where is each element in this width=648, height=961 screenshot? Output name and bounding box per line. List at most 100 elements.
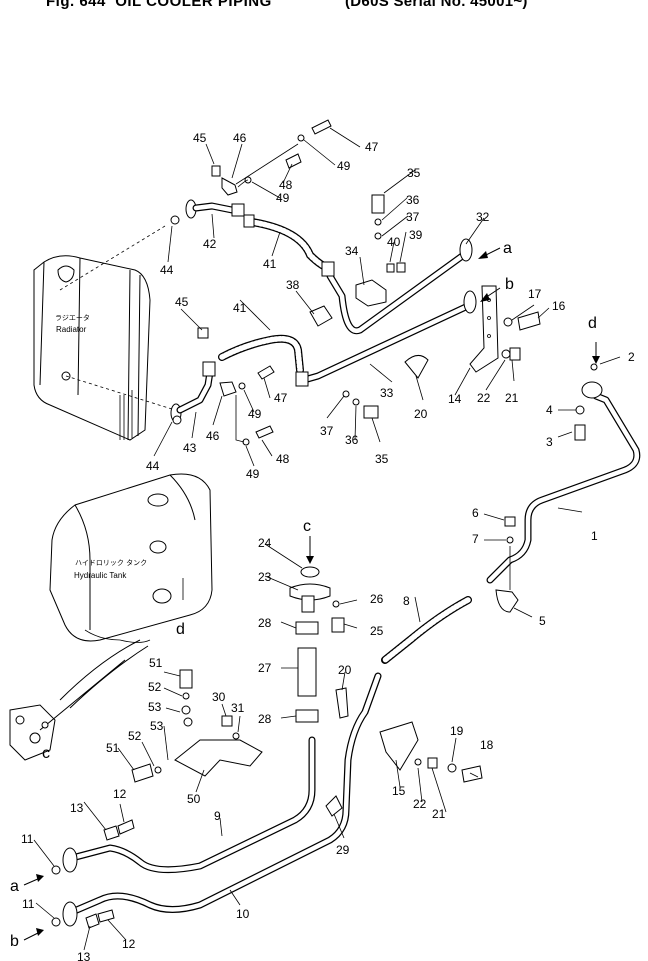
part-number: 41	[263, 257, 277, 271]
pipe-9	[62, 736, 316, 874]
clip-46-upper	[221, 177, 238, 196]
washer-52-lower	[154, 766, 162, 774]
part-number: 8	[403, 594, 410, 608]
clip-46-lower	[219, 381, 237, 397]
connection-arrows	[23, 247, 600, 941]
nut-30	[221, 715, 233, 727]
part-number: 39	[409, 228, 423, 242]
washer-53-upper	[181, 705, 191, 715]
bolt-12-lower	[97, 909, 115, 923]
oring-44-upper	[170, 215, 180, 225]
part-number: 28	[258, 616, 272, 630]
part-number: 25	[370, 624, 384, 638]
part-number: 26	[370, 592, 384, 606]
connection-letter: a	[10, 878, 19, 895]
part-number: 41	[233, 301, 247, 315]
bolt-35-upper	[371, 194, 385, 214]
part-number: 27	[258, 661, 272, 675]
part-number: 36	[406, 193, 420, 207]
diagram-title: Fig. 644 OIL COOLER PIPING (D60S Serial …	[0, 0, 648, 24]
part-number: 9	[214, 809, 221, 823]
part-number: 48	[279, 178, 293, 192]
figure-title: Fig. 644 OIL COOLER PIPING	[46, 0, 272, 10]
nut-21-upper	[509, 347, 521, 361]
washer-37-lower	[342, 390, 350, 398]
connection-letters: a b a b c c d d	[10, 240, 597, 950]
part-number: 4	[546, 403, 553, 417]
bolt-48-lower	[255, 425, 274, 439]
part-number: 38	[286, 278, 300, 292]
tank-label-en: Hydraulic Tank	[74, 571, 127, 580]
bracket-34	[355, 279, 387, 307]
part-number: 7	[472, 532, 479, 546]
part-number: 2	[628, 350, 635, 364]
hose-8	[381, 596, 472, 664]
bolt-16	[517, 311, 541, 331]
upper-elbow-42	[185, 199, 255, 228]
part-number: 52	[128, 729, 142, 743]
bolt-47-lower	[257, 365, 275, 380]
part-number: 29	[336, 843, 350, 857]
part-number: 20	[414, 407, 428, 421]
washer-37-upper	[374, 232, 382, 240]
part-number: 44	[146, 459, 160, 473]
washer-19	[447, 763, 457, 773]
part-number: 17	[528, 287, 542, 301]
part-number: 24	[258, 536, 272, 550]
part-number: 46	[233, 131, 247, 145]
washer-13-upper	[103, 825, 120, 841]
bolt-47-upper	[311, 119, 332, 135]
part-number: 45	[193, 131, 207, 145]
clip-29	[325, 795, 343, 817]
part-number: 14	[448, 392, 462, 406]
clip-38	[309, 305, 333, 327]
oring-11-upper	[51, 865, 61, 875]
part-number-labels: 1 2 3 4 5 6 7 8 9 10 11 11 12 12 13 13 1…	[21, 131, 635, 961]
oring-44-lower	[172, 415, 182, 425]
part-number: 49	[276, 191, 290, 205]
nut-6	[504, 516, 516, 527]
serial-note: (D60S Serial No. 45001~)	[345, 0, 528, 10]
connection-letter: d	[176, 621, 185, 638]
pipe-33	[295, 290, 477, 387]
pipe-1	[486, 381, 641, 584]
part-number: 10	[236, 907, 250, 921]
clip-20-upper	[404, 355, 429, 379]
bracket-50	[174, 739, 263, 777]
washer-49-a	[297, 134, 305, 142]
hydraulic-tank: ハイドロリック タンク Hydraulic Tank	[9, 473, 213, 761]
bolt-35-lower	[363, 405, 379, 419]
bolt-12-upper	[117, 819, 135, 835]
part-number: 20	[338, 663, 352, 677]
part-number: 43	[183, 441, 197, 455]
plug-45-lower	[197, 327, 209, 339]
bolt-20-lower	[335, 687, 349, 719]
washer-4	[575, 405, 585, 415]
lower-elbow-43	[170, 361, 216, 423]
nut-39	[396, 262, 406, 273]
bolt-51-upper	[179, 669, 193, 689]
hose-27	[297, 647, 317, 697]
part-number: 37	[406, 210, 420, 224]
connection-letter: c	[42, 745, 50, 762]
radiator-label-en: Radiator	[56, 325, 87, 334]
part-number: 3	[546, 435, 553, 449]
part-number: 52	[148, 680, 162, 694]
lower-hose-41	[218, 334, 304, 374]
part-number: 19	[450, 724, 464, 738]
part-number: 21	[505, 391, 519, 405]
part-number: 51	[149, 656, 163, 670]
washer-36-lower	[352, 398, 360, 406]
part-number: 44	[160, 263, 174, 277]
bracket-14	[469, 285, 499, 373]
part-number: 47	[274, 391, 288, 405]
bolt-3	[574, 424, 586, 441]
part-number: 45	[175, 295, 189, 309]
part-number: 15	[392, 784, 406, 798]
part-number: 11	[22, 897, 35, 911]
part-number: 36	[345, 433, 359, 447]
radiator: ラジエータ Radiator	[33, 225, 176, 441]
part-number: 1	[591, 529, 598, 543]
bolt-51-lower	[131, 763, 154, 783]
